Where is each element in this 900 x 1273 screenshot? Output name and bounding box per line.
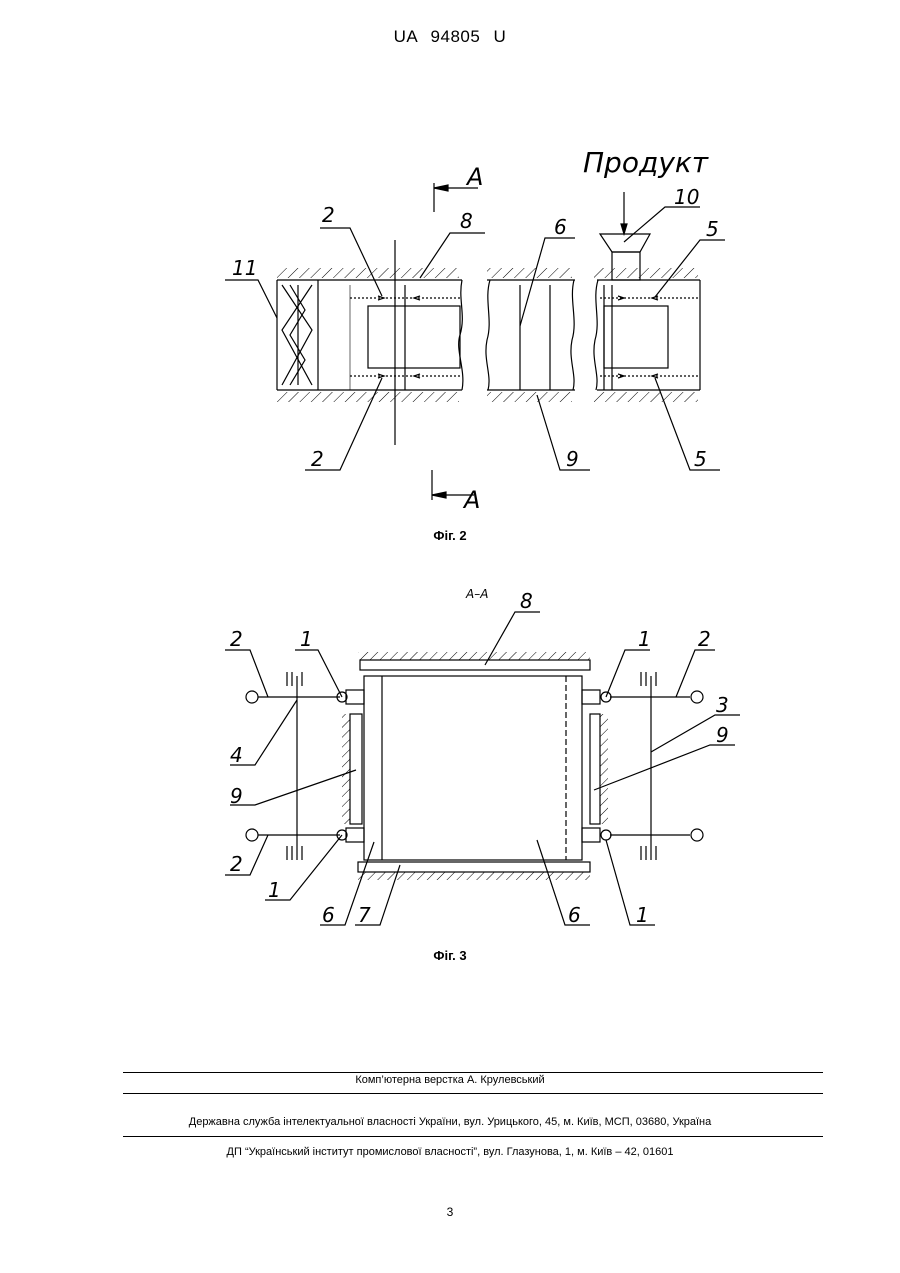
label-1-top-right: 1 xyxy=(638,627,651,651)
page-number: 3 xyxy=(0,1205,900,1219)
label-6-right: 6 xyxy=(568,903,581,927)
label-2-bottom: 2 xyxy=(311,447,324,471)
label-5-top: 5 xyxy=(706,217,719,241)
label-1-bottom-left: 1 xyxy=(268,878,281,902)
section-marker-top: A xyxy=(465,163,483,191)
label-6: 6 xyxy=(554,215,567,239)
label-10: 10 xyxy=(674,185,699,209)
figure-3-drawing: А–А 8 2 1 1 2 3 9 4 9 2 1 6 7 6 1 xyxy=(0,560,900,940)
footer-divider-1 xyxy=(123,1072,823,1073)
figure-2-drawing: Продукт A A 11 2 8 6 10 5 2 9 5 xyxy=(0,0,900,520)
label-1-bottom-right: 1 xyxy=(636,903,649,927)
label-2-top-left: 2 xyxy=(230,627,243,651)
footer-divider-3 xyxy=(123,1136,823,1137)
section-title: А–А xyxy=(465,587,488,601)
footer-divider-2 xyxy=(123,1093,823,1094)
figure-3-caption: Фіг. 3 xyxy=(0,948,900,963)
product-label: Продукт xyxy=(583,146,709,179)
label-8: 8 xyxy=(460,209,473,233)
footer-layout-credit: Комп’ютерна верстка А. Крулевський xyxy=(0,1074,900,1086)
footer-ip-service: Державна служба інтелектуальної власност… xyxy=(0,1116,900,1128)
label-4: 4 xyxy=(230,743,243,767)
label-5-bottom: 5 xyxy=(694,447,707,471)
label-2-bottom-left: 2 xyxy=(230,852,243,876)
label-7: 7 xyxy=(358,903,371,927)
figure-2-caption: Фіг. 2 xyxy=(0,528,900,543)
label-3: 3 xyxy=(716,693,729,717)
label-9-left: 9 xyxy=(230,784,243,808)
label-11: 11 xyxy=(232,256,257,280)
label-2-top-right: 2 xyxy=(698,627,711,651)
label-9: 9 xyxy=(566,447,579,471)
section-marker-bottom: A xyxy=(462,486,480,514)
label-2-top: 2 xyxy=(322,203,335,227)
label-8: 8 xyxy=(520,589,533,613)
footer-institute: ДП “Український інститут промислової вла… xyxy=(0,1146,900,1158)
label-1-top-left: 1 xyxy=(300,627,313,651)
label-9-right: 9 xyxy=(716,723,729,747)
label-6-left: 6 xyxy=(322,903,335,927)
